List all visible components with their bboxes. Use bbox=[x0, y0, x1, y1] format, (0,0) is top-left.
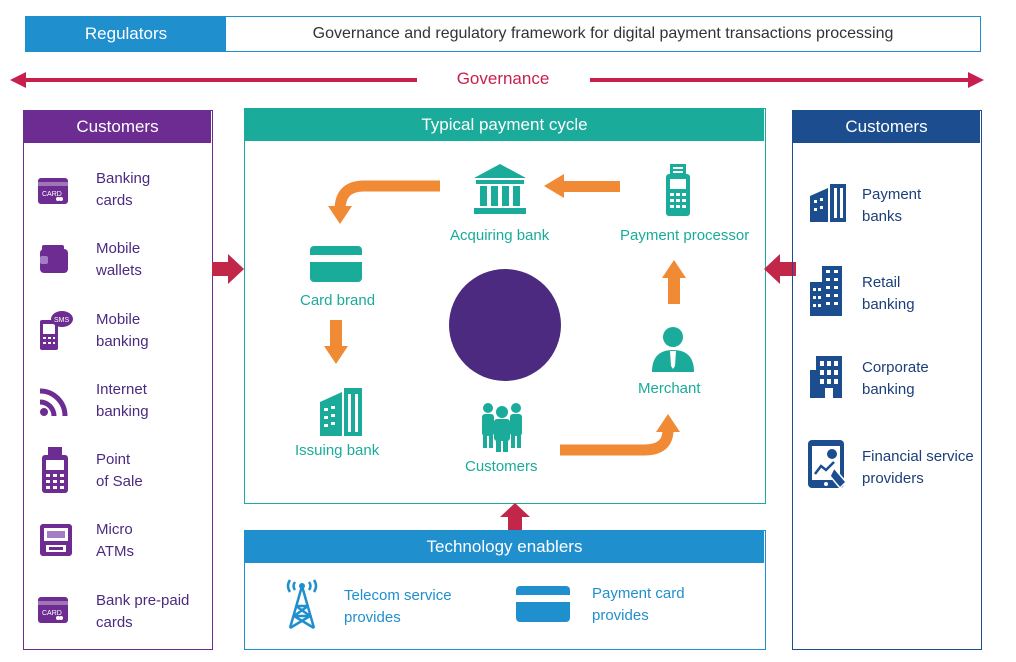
node-payment-processor: Payment processor bbox=[620, 227, 750, 244]
telecom-tower-icon bbox=[286, 579, 318, 630]
left-item-banking-cards: Banking cards bbox=[96, 170, 151, 209]
central-circle bbox=[449, 269, 561, 381]
tech-item-payment-card: Payment card provides bbox=[592, 585, 685, 624]
regulators-description: Governance and regulatory framework for … bbox=[312, 25, 894, 42]
left-item-bank-pre-paid-cards: Bank pre-paid cards bbox=[96, 592, 190, 631]
left-customers-panel: Customers bbox=[23, 110, 213, 650]
node-merchant: Merchant bbox=[638, 380, 701, 397]
payment-cycle-panel: Typical payment cycle bbox=[244, 108, 766, 504]
right-item-retail-banking: Retail banking bbox=[862, 274, 915, 313]
left-item-internet-banking: Internet banking bbox=[96, 381, 149, 420]
right-to-center-arrow bbox=[764, 254, 796, 284]
node-customers: Customers bbox=[465, 458, 538, 475]
tablet-chart-icon bbox=[808, 440, 848, 490]
atm-icon bbox=[40, 524, 72, 556]
tech-item-telecom: Telecom service provides bbox=[344, 587, 452, 626]
regulators-tab: Regulators bbox=[26, 17, 226, 51]
bank-icon bbox=[474, 164, 526, 214]
left-to-center-arrow bbox=[212, 254, 244, 284]
building-icon bbox=[810, 184, 846, 222]
payment-card-icon bbox=[516, 586, 570, 622]
node-card-brand: Card brand bbox=[300, 292, 376, 309]
sms-icon-text: SMS bbox=[54, 317, 70, 324]
card-icon-text: CARD bbox=[42, 610, 62, 617]
sms-phone-icon: SMS bbox=[40, 311, 73, 350]
card-icon-text: CARD bbox=[42, 191, 62, 198]
regulators-label: Regulators bbox=[84, 24, 168, 43]
right-customers-panel: Customers bbox=[792, 110, 982, 650]
payment-flow-arrows bbox=[324, 174, 686, 456]
right-item-financial-service-providers: Financial service providers bbox=[862, 448, 974, 487]
tech-to-center-arrow bbox=[500, 503, 530, 533]
left-panel-title: Customers bbox=[24, 111, 211, 143]
left-item-point-of-sale: Point of Sale bbox=[96, 451, 143, 490]
wallet-icon bbox=[40, 245, 68, 273]
node-acquiring-bank: Acquiring bank bbox=[450, 227, 550, 244]
governance-arrow bbox=[10, 72, 984, 88]
technology-enablers-panel: Technology enablers bbox=[244, 530, 766, 650]
left-item-micro-atms: Micro ATMs bbox=[96, 521, 135, 560]
card-icon: CARD bbox=[38, 597, 68, 623]
right-item-payment-banks: Payment banks bbox=[862, 186, 922, 225]
office-building-icon bbox=[810, 356, 842, 398]
people-group-icon bbox=[482, 403, 522, 452]
wifi-signal-icon bbox=[39, 388, 68, 417]
right-panel-title: Customers bbox=[793, 111, 980, 143]
credit-card-icon bbox=[310, 246, 362, 282]
tall-building-icon bbox=[810, 266, 842, 316]
card-icon: CARD bbox=[38, 178, 68, 204]
regulators-bar: Regulators Governance and regulatory fra… bbox=[25, 16, 981, 52]
left-item-mobile-wallets: Mobile wallets bbox=[96, 240, 142, 279]
payment-cycle-title: Typical payment cycle bbox=[245, 109, 764, 141]
merchant-person-icon bbox=[652, 327, 694, 372]
node-issuing-bank: Issuing bank bbox=[295, 442, 380, 459]
right-item-corporate-banking: Corporate banking bbox=[862, 359, 929, 398]
technology-enablers-title: Technology enablers bbox=[245, 531, 764, 563]
pos-terminal-icon bbox=[42, 447, 68, 493]
governance-label: Governance bbox=[456, 69, 550, 88]
card-terminal-icon bbox=[666, 164, 690, 216]
building-icon bbox=[320, 388, 362, 436]
left-item-mobile-banking: Mobile banking bbox=[96, 311, 149, 350]
